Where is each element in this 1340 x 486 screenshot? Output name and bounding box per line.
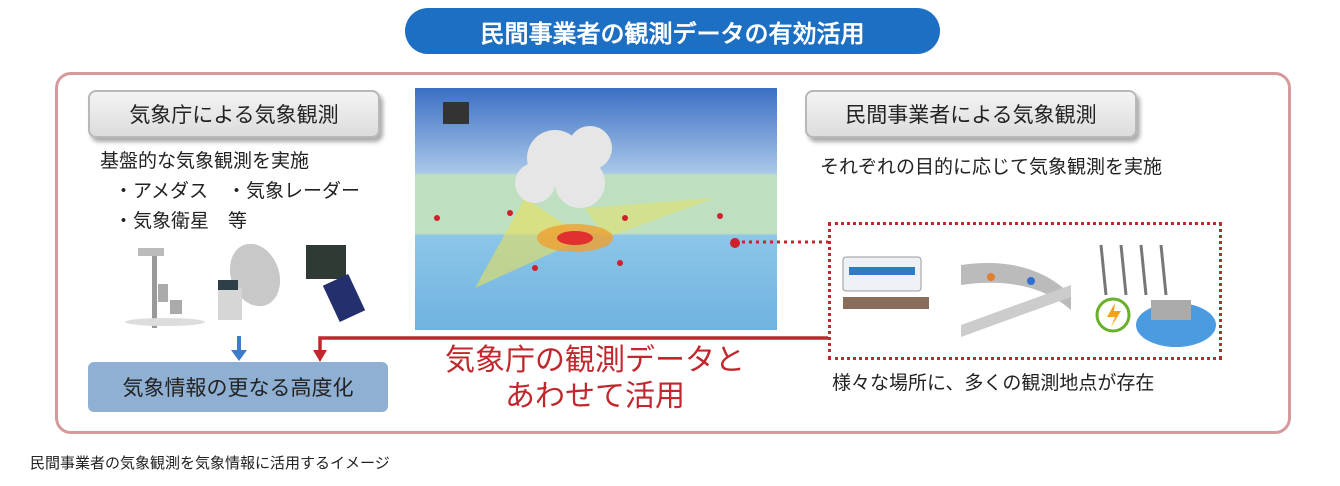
red-feedback-arrow bbox=[313, 336, 828, 362]
diagram-title: 民間事業者の観測データの有効活用 bbox=[405, 8, 940, 54]
advanced-weather-info-box: 気象情報の更なる高度化 bbox=[88, 362, 388, 412]
blue-down-arrow bbox=[231, 336, 247, 361]
dotted-connector bbox=[742, 240, 828, 244]
power-dam-icon bbox=[1095, 244, 1216, 347]
jma-equipment-illustrations bbox=[125, 243, 366, 328]
amedas-station-icon bbox=[125, 248, 205, 328]
private-description: それぞれの目的に応じて気象観測を実施 bbox=[820, 156, 1163, 178]
private-sites-box bbox=[828, 222, 1222, 360]
jma-items-2: ・気象衛星 等 bbox=[114, 210, 248, 232]
weather-radar-icon bbox=[218, 243, 281, 320]
jma-desc-line: 基盤的な気象観測を実施 bbox=[100, 150, 310, 172]
observation-points bbox=[434, 210, 740, 271]
jma-observation-label: 気象庁による気象観測 bbox=[88, 90, 380, 138]
observation-map-illustration bbox=[415, 88, 777, 330]
rain-radar-echo-core bbox=[557, 231, 593, 245]
combined-use-text: 気象庁の観測データと あわせて活用 bbox=[420, 343, 770, 415]
radar-beam bbox=[585, 198, 715, 238]
highway-icon bbox=[961, 263, 1071, 337]
jma-description: 基盤的な気象観測を実施 ・アメダス ・気象レーダー ・気象衛星 等 bbox=[100, 146, 360, 236]
figure-caption: 民間事業者の気象観測を気象情報に活用するイメージ bbox=[30, 454, 390, 472]
jma-items-1: ・アメダス ・気象レーダー bbox=[114, 180, 361, 202]
sites-footer: 様々な場所に、多くの観測地点が存在 bbox=[832, 372, 1155, 394]
radar-beam bbox=[475, 198, 585, 288]
cloud-icon bbox=[515, 126, 612, 208]
combined-use-line-1: 気象庁の観測データと bbox=[445, 343, 745, 378]
private-observation-label: 民間事業者による気象観測 bbox=[805, 90, 1137, 138]
train-icon bbox=[842, 256, 929, 309]
combined-use-line-2: あわせて活用 bbox=[505, 379, 685, 414]
satellite-icon bbox=[443, 102, 469, 124]
weather-satellite-icon bbox=[306, 245, 366, 323]
diagram-frame bbox=[55, 72, 1291, 434]
